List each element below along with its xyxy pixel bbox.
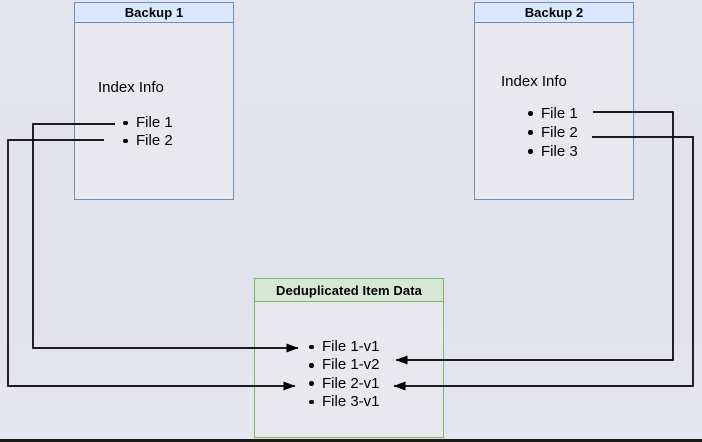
backup2-title: Backup 2 xyxy=(475,3,633,23)
list-item-file1-v2: File 1-v2 xyxy=(309,356,380,374)
list-item-file1-v1: File 1-v1 xyxy=(309,338,380,355)
list-item-file3: File 3 xyxy=(528,143,578,160)
list-item-file2: File 2 xyxy=(528,124,578,141)
screen-bottom-edge xyxy=(0,439,702,442)
dedup-title: Deduplicated Item Data xyxy=(255,279,443,302)
backup1-file-list: File 1 File 2 xyxy=(123,114,173,150)
list-item-file1: File 1 xyxy=(528,105,578,122)
backup1-subtitle: Index Info xyxy=(98,79,164,96)
backup1-box: Backup 1 Index Info File 1 File 2 xyxy=(74,2,234,200)
list-item-file3-v1: File 3-v1 xyxy=(309,392,380,410)
deduplicated-item-data-box: Deduplicated Item Data File 1-v1 File 1-… xyxy=(254,278,444,438)
backup1-title: Backup 1 xyxy=(75,3,233,23)
backup2-subtitle: Index Info xyxy=(501,73,567,90)
dedup-item-list: File 1-v1 File 1-v2 File 2-v1 File 3-v1 xyxy=(309,338,380,411)
list-item-file2: File 2 xyxy=(123,132,173,149)
list-item-file2-v1: File 2-v1 xyxy=(309,374,380,392)
backup2-box: Backup 2 Index Info File 1 File 2 File 3 xyxy=(474,2,634,200)
backup2-file-list: File 1 File 2 File 3 xyxy=(528,104,578,161)
list-item-file1: File 1 xyxy=(123,114,173,131)
